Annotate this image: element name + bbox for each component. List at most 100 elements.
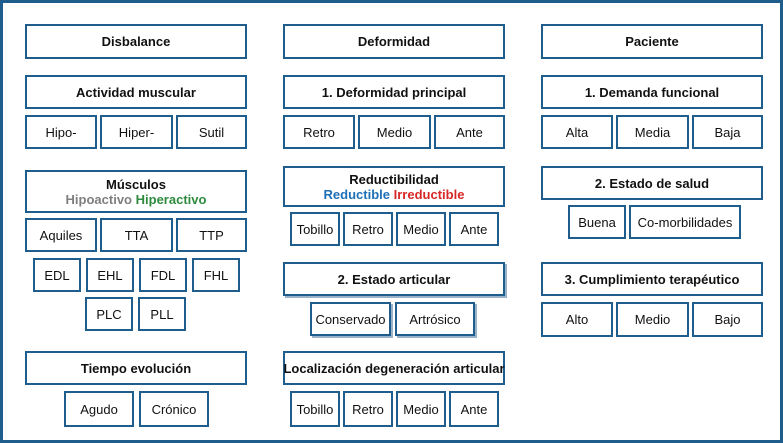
demanda-item: Alta: [541, 115, 613, 149]
estado-salud-box: 2. Estado de salud: [541, 166, 763, 200]
musculo-item: TTP: [176, 218, 247, 252]
deformidad-header-label: Deformidad: [357, 34, 431, 49]
cumplimiento-item-label: Alto: [565, 312, 589, 327]
localizacion-item: Tobillo: [290, 391, 340, 427]
legend-irreductible: Irreductible: [393, 186, 465, 202]
tiempo-item: Agudo: [64, 391, 134, 427]
cumplimiento-item-label: Medio: [634, 312, 671, 327]
musculo-item-label: FHL: [203, 267, 229, 283]
deformidad-principal-box: 1. Deformidad principal: [283, 75, 505, 109]
estado-articular-box: 2. Estado articular: [283, 262, 505, 296]
musculo-item: PLC: [85, 297, 133, 331]
demanda-item-label: Alta: [565, 124, 589, 140]
salud-item: Buena: [568, 205, 626, 239]
paciente-header-label: Paciente: [625, 34, 679, 49]
demanda-item-label: Baja: [714, 124, 741, 140]
cumplimiento-label: 3. Cumplimiento terapéutico: [564, 271, 740, 287]
principal-item-label: Ante: [456, 124, 483, 140]
musculo-item-label: FDL: [150, 267, 176, 283]
deformidad-header: Deformidad: [283, 24, 505, 59]
reductibilidad-item: Retro: [343, 212, 393, 246]
tiempo-evolucion-label: Tiempo evolución: [80, 360, 192, 376]
musculo-item: Aquiles: [25, 218, 97, 252]
localizacion-item: Ante: [449, 391, 499, 427]
legend-reductible: Reductible: [323, 186, 391, 202]
localizacion-item: Retro: [343, 391, 393, 427]
musculo-item: TTA: [100, 218, 173, 252]
localizacion-item-label: Medio: [403, 401, 439, 417]
cumplimiento-item-label: Bajo: [714, 312, 741, 327]
demanda-funcional-label: 1. Demanda funcional: [584, 84, 720, 100]
musculo-item-label: Aquiles: [39, 227, 83, 243]
principal-item-label: Retro: [303, 124, 335, 140]
deformidad-principal-label: 1. Deformidad principal: [321, 84, 467, 100]
localizacion-item-label: Ante: [460, 401, 488, 417]
reductibilidad-item: Ante: [449, 212, 499, 246]
musculo-item-label: EHL: [97, 267, 123, 283]
cumplimiento-box: 3. Cumplimiento terapéutico: [541, 262, 763, 296]
tiempo-evolucion-box: Tiempo evolución: [25, 351, 247, 385]
demanda-item: Baja: [692, 115, 763, 149]
salud-item: Co-morbilidades: [629, 205, 741, 239]
tiempo-item-label: Agudo: [80, 401, 118, 417]
demanda-item-label: Media: [634, 124, 671, 140]
legend-hiperactivo: Hiperactivo: [135, 191, 207, 207]
demanda-item: Media: [616, 115, 689, 149]
estado-articular-label: 2. Estado articular: [337, 271, 451, 287]
musculo-item-label: TTP: [199, 227, 224, 243]
articular-item: Artrósico: [395, 302, 475, 336]
reductibilidad-item-label: Medio: [403, 221, 439, 237]
demanda-funcional-box: 1. Demanda funcional: [541, 75, 763, 109]
principal-item: Ante: [434, 115, 505, 149]
actividad-item-label: Sutil: [198, 124, 225, 140]
actividad-item: Sutil: [176, 115, 247, 149]
reductibilidad-title: Reductibilidad: [349, 171, 439, 187]
cumplimiento-item: Alto: [541, 302, 613, 337]
reductibilidad-item: Medio: [396, 212, 446, 246]
articular-item-label: Artrósico: [409, 311, 461, 327]
reductibilidad-item-label: Retro: [352, 221, 384, 237]
localizacion-item-label: Retro: [352, 401, 384, 417]
localizacion-item-label: Tobillo: [296, 401, 334, 417]
disbalance-header: Disbalance: [25, 24, 247, 59]
musculo-item: FDL: [139, 258, 187, 292]
musculo-item: FHL: [192, 258, 240, 292]
principal-item-label: Medio: [376, 124, 413, 140]
musculos-title: Músculos: [106, 176, 166, 192]
legend-hipoactivo: Hipoactivo: [65, 191, 133, 207]
reductibilidad-item-label: Tobillo: [296, 221, 334, 237]
actividad-item: Hipo-: [25, 115, 97, 149]
principal-item: Retro: [283, 115, 355, 149]
estado-salud-label: 2. Estado de salud: [594, 175, 710, 191]
tiempo-item: Crónico: [139, 391, 209, 427]
actividad-item-label: Hipo-: [45, 124, 77, 140]
musculos-box: Músculos Hipoactivo Hiperactivo: [25, 170, 247, 213]
musculo-item: EHL: [86, 258, 134, 292]
musculo-item-label: PLL: [150, 306, 174, 322]
musculo-item-label: TTA: [124, 227, 149, 243]
reductibilidad-box: Reductibilidad Reductible Irreductible: [283, 166, 505, 207]
articular-item-label: Conservado: [315, 311, 386, 327]
reductibilidad-item: Tobillo: [290, 212, 340, 246]
localizacion-box: Localización degeneración articular: [283, 351, 505, 385]
tiempo-item-label: Crónico: [151, 401, 197, 417]
musculo-item: EDL: [33, 258, 81, 292]
disbalance-header-label: Disbalance: [101, 34, 171, 49]
cumplimiento-item: Bajo: [692, 302, 763, 337]
localizacion-label: Localización degeneración articular: [283, 360, 505, 376]
musculo-item-label: PLC: [96, 306, 122, 322]
localizacion-item: Medio: [396, 391, 446, 427]
principal-item: Medio: [358, 115, 431, 149]
salud-item-label: Co-morbilidades: [637, 214, 733, 230]
actividad-item-label: Hiper-: [118, 124, 155, 140]
reductibilidad-item-label: Ante: [460, 221, 488, 237]
musculo-item: PLL: [138, 297, 186, 331]
actividad-muscular-box: Actividad muscular: [25, 75, 247, 109]
articular-item: Conservado: [310, 302, 391, 336]
musculo-item-label: EDL: [44, 267, 70, 283]
paciente-header: Paciente: [541, 24, 763, 59]
actividad-item: Hiper-: [100, 115, 173, 149]
cumplimiento-item: Medio: [616, 302, 689, 337]
salud-item-label: Buena: [578, 214, 616, 230]
